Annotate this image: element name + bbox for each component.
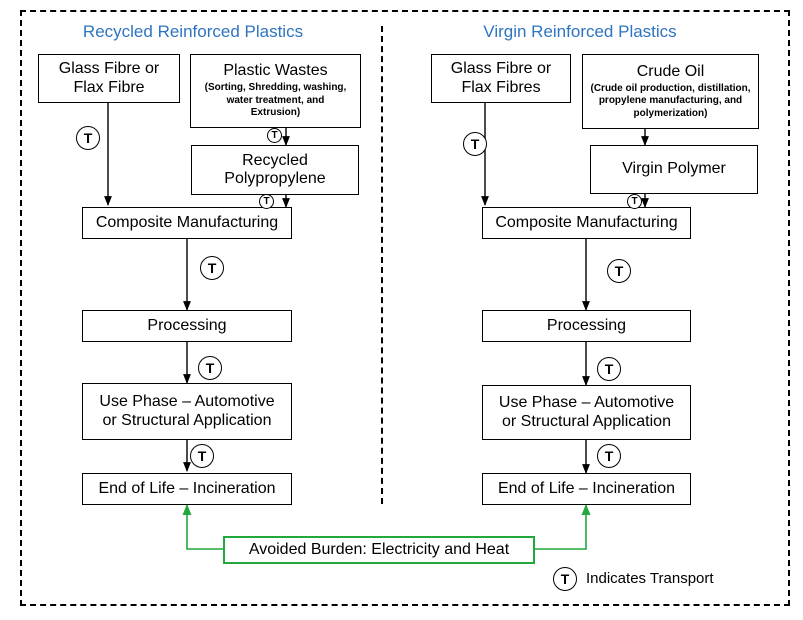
processing-box-right: Processing (482, 310, 691, 342)
fibre-box-left: Glass Fibre or Flax Fibre (38, 54, 180, 103)
heading-virgin: Virgin Reinforced Plastics (483, 22, 677, 41)
fibre-box-right: Glass Fibre or Flax Fibres (431, 54, 571, 103)
crude-oil-detail: (Crude oil production, distillation, pro… (590, 82, 751, 119)
transport-icon: T (463, 132, 487, 156)
processing-box-left: Processing (82, 310, 292, 342)
virgin-polymer-box: Virgin Polymer (590, 145, 758, 194)
transport-icon: T (267, 128, 282, 143)
legend-text: Indicates Transport (586, 570, 714, 587)
transport-icon: T (200, 256, 224, 280)
plastic-wastes-title: Plastic Wastes (223, 62, 328, 80)
avoided-burden-box: Avoided Burden: Electricity and Heat (223, 536, 535, 564)
heading-recycled: Recycled Reinforced Plastics (82, 22, 304, 41)
recycled-polypropylene-box: Recycled Polypropylene (191, 145, 359, 195)
transport-icon: T (607, 259, 631, 283)
transport-icon: T (259, 194, 274, 209)
fibre-line-2: Flax Fibre (73, 78, 145, 96)
arrow-avoided-burden-right (535, 503, 591, 550)
use-phase-box-left: Use Phase – Automotive or Structural App… (82, 383, 292, 440)
composite-manufacturing-box-left: Composite Manufacturing (82, 207, 292, 239)
use-phase-box-right: Use Phase – Automotive or Structural App… (482, 385, 691, 440)
transport-icon: T (597, 444, 621, 468)
transport-icon: T (198, 356, 222, 380)
diagram-frame (20, 10, 790, 606)
transport-icon: T (627, 194, 642, 209)
plastic-wastes-box: Plastic Wastes (Sorting, Shredding, wash… (190, 54, 361, 128)
plastic-wastes-detail: (Sorting, Shredding, washing, water trea… (204, 82, 347, 119)
transport-icon: T (76, 126, 100, 150)
end-of-life-box-left: End of Life – Incineration (82, 473, 292, 505)
fibre-line-1: Glass Fibre or (58, 60, 160, 78)
transport-icon: T (190, 444, 214, 468)
legend-transport-icon: T (553, 567, 577, 591)
column-divider (381, 26, 383, 504)
crude-oil-box: Crude Oil (Crude oil production, distill… (582, 54, 759, 129)
crude-oil-title: Crude Oil (636, 62, 705, 80)
arrow-avoided-burden-left (182, 503, 223, 550)
composite-manufacturing-box-right: Composite Manufacturing (482, 207, 691, 239)
transport-icon: T (597, 357, 621, 381)
end-of-life-box-right: End of Life – Incineration (482, 473, 691, 505)
